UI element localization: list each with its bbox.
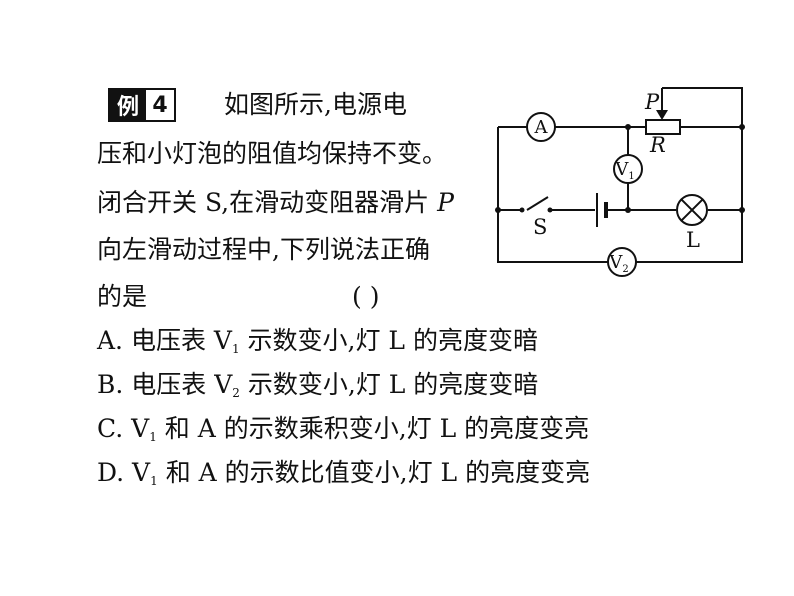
junction-dot — [625, 207, 631, 213]
voltmeter-v1-icon — [613, 154, 643, 184]
option-d[interactable]: D. V1 和 A 的示数比值变小,灯 L 的亮度变亮 — [97, 458, 591, 488]
v2-label: V2 — [608, 252, 628, 275]
example-number: 4 — [146, 90, 174, 120]
answer-bracket: ( ) — [352, 282, 380, 311]
slider-p-label: P — [437, 188, 454, 217]
question-line-1: 如图所示,电源电 — [224, 90, 407, 119]
wire-bottom — [636, 87, 743, 263]
v1-label: V1 — [614, 159, 634, 182]
ammeter-label: A — [534, 117, 549, 138]
ammeter-icon — [526, 112, 556, 142]
rheostat — [645, 119, 681, 135]
example-label: 例 — [110, 90, 146, 120]
option-a[interactable]: A. 电压表 V1 示数变小,灯 L 的亮度变暗 — [97, 326, 538, 356]
question-line-2: 压和小灯泡的阻值均保持不变。 — [97, 139, 448, 168]
example-badge: 例 4 — [108, 88, 176, 122]
junction-dot — [739, 207, 745, 213]
slider-arrow — [656, 110, 668, 120]
junction-dot — [625, 124, 631, 130]
switch-contact — [547, 207, 553, 213]
resistor-label: R — [649, 133, 666, 157]
option-b[interactable]: B. 电压表 V2 示数变小,灯 L 的亮度变暗 — [97, 370, 539, 400]
option-c[interactable]: C. V1 和 A 的示数乘积变小,灯 L 的亮度变亮 — [97, 414, 590, 444]
voltmeter-v2-icon — [607, 247, 637, 277]
wire-left — [497, 127, 612, 263]
switch-label: S — [533, 215, 547, 239]
question-line-3: 闭合开关 S,在滑动变阻器滑片 P — [97, 188, 454, 217]
question-line-5: 的是 — [97, 282, 148, 311]
lamp-label: L — [686, 228, 700, 252]
question-line-4: 向左滑动过程中,下列说法正确 — [97, 235, 430, 264]
switch-blade — [526, 196, 549, 211]
switch-contact — [519, 207, 525, 213]
slider-label: P — [644, 90, 660, 114]
junction-dot — [739, 124, 745, 130]
junction-dot — [495, 207, 501, 213]
